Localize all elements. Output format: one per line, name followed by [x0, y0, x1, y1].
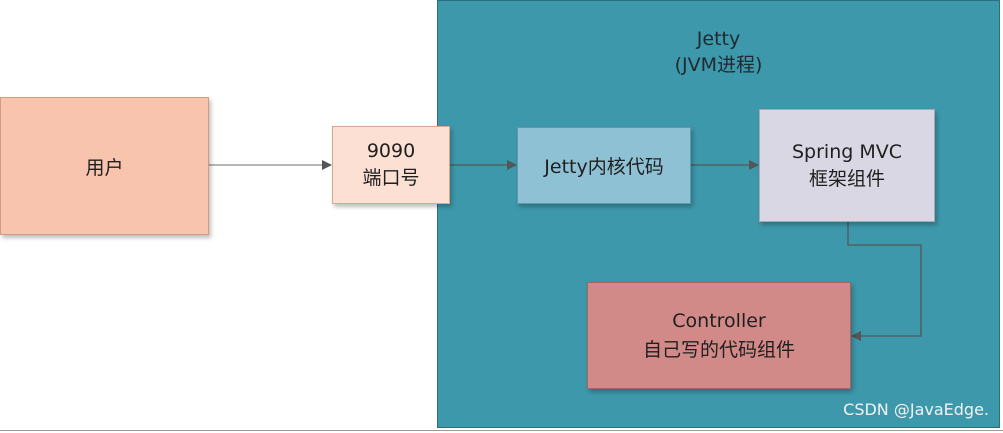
jetty-core-node: Jetty内核代码 — [517, 127, 691, 204]
user-node: 用户 — [0, 97, 209, 235]
bottom-divider — [0, 430, 1003, 431]
watermark: CSDN @JavaEdge. — [843, 400, 989, 419]
container-title-line1: Jetty — [696, 28, 741, 50]
container-title-line2: (JVM进程) — [674, 54, 763, 76]
port-node: 9090 端口号 — [332, 126, 450, 204]
controller-node-title: Controller — [672, 309, 766, 332]
spring-mvc-node-title: Spring MVC — [791, 140, 902, 163]
spring-mvc-node: Spring MVC 框架组件 — [759, 109, 935, 222]
spring-mvc-node-subtitle: 框架组件 — [808, 167, 885, 190]
controller-node-subtitle: 自己写的代码组件 — [642, 338, 795, 361]
container-title: Jetty (JVM进程) — [437, 26, 1000, 78]
controller-node: Controller 自己写的代码组件 — [587, 282, 851, 389]
jetty-core-node-label: Jetty内核代码 — [544, 156, 664, 178]
port-node-number: 9090 — [366, 140, 416, 162]
user-node-label: 用户 — [85, 156, 124, 179]
port-node-label: 端口号 — [362, 167, 420, 189]
